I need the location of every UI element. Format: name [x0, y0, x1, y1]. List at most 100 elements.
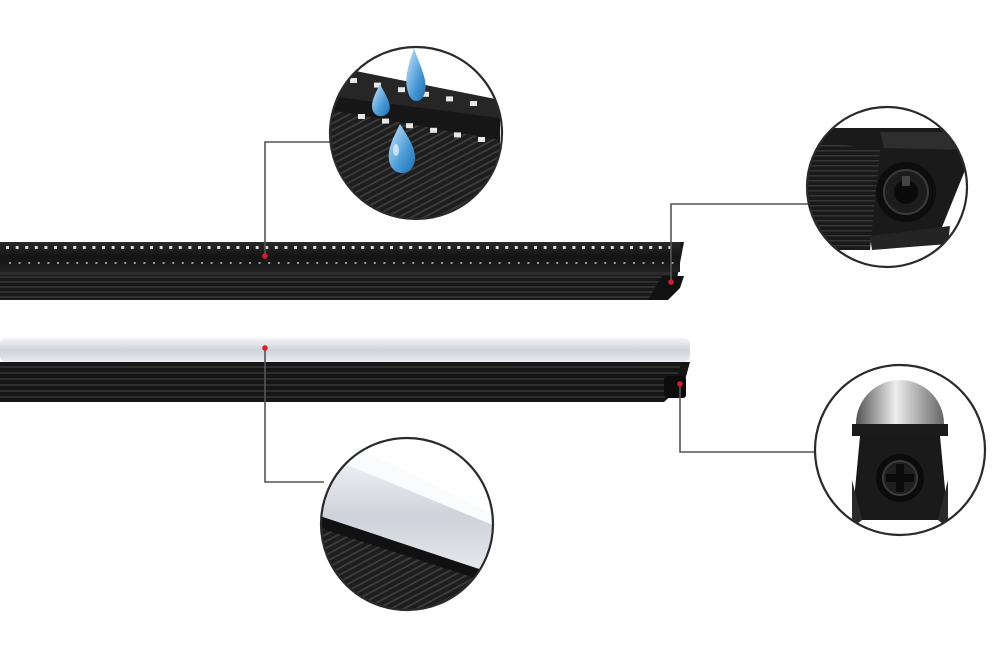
led-dot [82, 246, 86, 249]
led-dot [162, 262, 165, 264]
led-dot [553, 246, 557, 249]
led-dot [409, 246, 413, 249]
led-dot [601, 246, 605, 249]
led-dot [479, 262, 482, 264]
led-dot [207, 246, 211, 249]
bar-ribs [0, 276, 668, 298]
led-dot [470, 101, 477, 106]
led-dot [406, 123, 413, 129]
led-dot [633, 262, 635, 264]
led-dot [534, 246, 537, 249]
led-dot [354, 262, 357, 264]
led-dot [594, 262, 597, 264]
led-dot [201, 262, 203, 264]
led-dot [47, 262, 50, 264]
led-dot [565, 262, 568, 264]
led-dot [188, 246, 192, 249]
led-dot [457, 246, 461, 249]
led-dot [229, 262, 232, 264]
led-dot [572, 246, 576, 249]
led-dot [258, 262, 261, 264]
led-dot [562, 246, 566, 249]
led-dot [95, 262, 98, 264]
led-dot [610, 246, 614, 249]
led-dot [239, 262, 242, 264]
led-dot [652, 262, 655, 264]
led-dot [25, 246, 29, 249]
led-dot [498, 262, 501, 264]
marker-connector-top [668, 279, 674, 285]
led-dot [191, 262, 194, 264]
led-dot [316, 262, 319, 264]
led-dot [486, 246, 489, 249]
led-dot [102, 246, 105, 249]
led-dot [438, 246, 441, 249]
led-dot [514, 246, 518, 249]
led-dot [661, 262, 664, 264]
led-dot [489, 262, 491, 264]
led-dot [274, 246, 278, 249]
led-dot [287, 262, 290, 264]
led-dot [57, 262, 59, 264]
led-dot [585, 262, 587, 264]
led-dot [249, 262, 251, 264]
led-dot [130, 246, 134, 249]
led-dot [466, 246, 470, 249]
led-dot [294, 246, 297, 249]
led-dot [382, 118, 389, 124]
led-dot [178, 246, 182, 249]
marker-diffuser [262, 345, 268, 351]
detail-connector-top [805, 105, 969, 269]
led-dot [255, 246, 259, 249]
led-dot [604, 262, 607, 264]
led-dot [430, 127, 437, 133]
led-dot [351, 246, 355, 249]
led-dot [133, 262, 136, 264]
led-dot [28, 262, 31, 264]
led-dot [668, 246, 672, 249]
led-dot [517, 262, 520, 264]
led-dot [524, 246, 528, 249]
led-dot [537, 262, 539, 264]
led-dot [236, 246, 240, 249]
led-dot [342, 246, 345, 249]
connector-icon [876, 454, 924, 502]
led-dot [649, 246, 653, 249]
top-led-bar [0, 242, 684, 300]
led-dot [447, 246, 451, 249]
led-dot [153, 262, 155, 264]
detail-waterproof [328, 45, 504, 221]
led-dot [303, 246, 307, 249]
led-dot [361, 246, 365, 249]
bottom-diffused-bar [0, 338, 690, 402]
diffuser-icon [321, 452, 493, 580]
led-dot [399, 246, 403, 249]
led-dot [671, 262, 674, 264]
led-dot [18, 262, 21, 264]
led-dot [543, 246, 547, 249]
led-dot [217, 246, 221, 249]
led-dot [73, 246, 77, 249]
led-dot [393, 262, 395, 264]
led-dot [478, 137, 485, 142]
led-dot [277, 262, 280, 264]
connector-icon [876, 162, 936, 222]
led-dot-row [6, 246, 674, 264]
led-dot [150, 246, 153, 249]
led-dot [428, 246, 432, 249]
led-dot [441, 262, 443, 264]
led-dot [582, 246, 585, 249]
led-dot [556, 262, 559, 264]
led-dot [418, 246, 422, 249]
led-dot [370, 246, 374, 249]
led-dot [297, 262, 299, 264]
led-dot [210, 262, 213, 264]
led-dot [76, 262, 79, 264]
led-dot [658, 246, 662, 249]
water-drop-icon [371, 48, 426, 173]
led-dot [172, 262, 175, 264]
led-dot [15, 246, 19, 249]
led-dot [111, 246, 115, 249]
led-dot [350, 78, 357, 83]
led-dot [114, 262, 117, 264]
